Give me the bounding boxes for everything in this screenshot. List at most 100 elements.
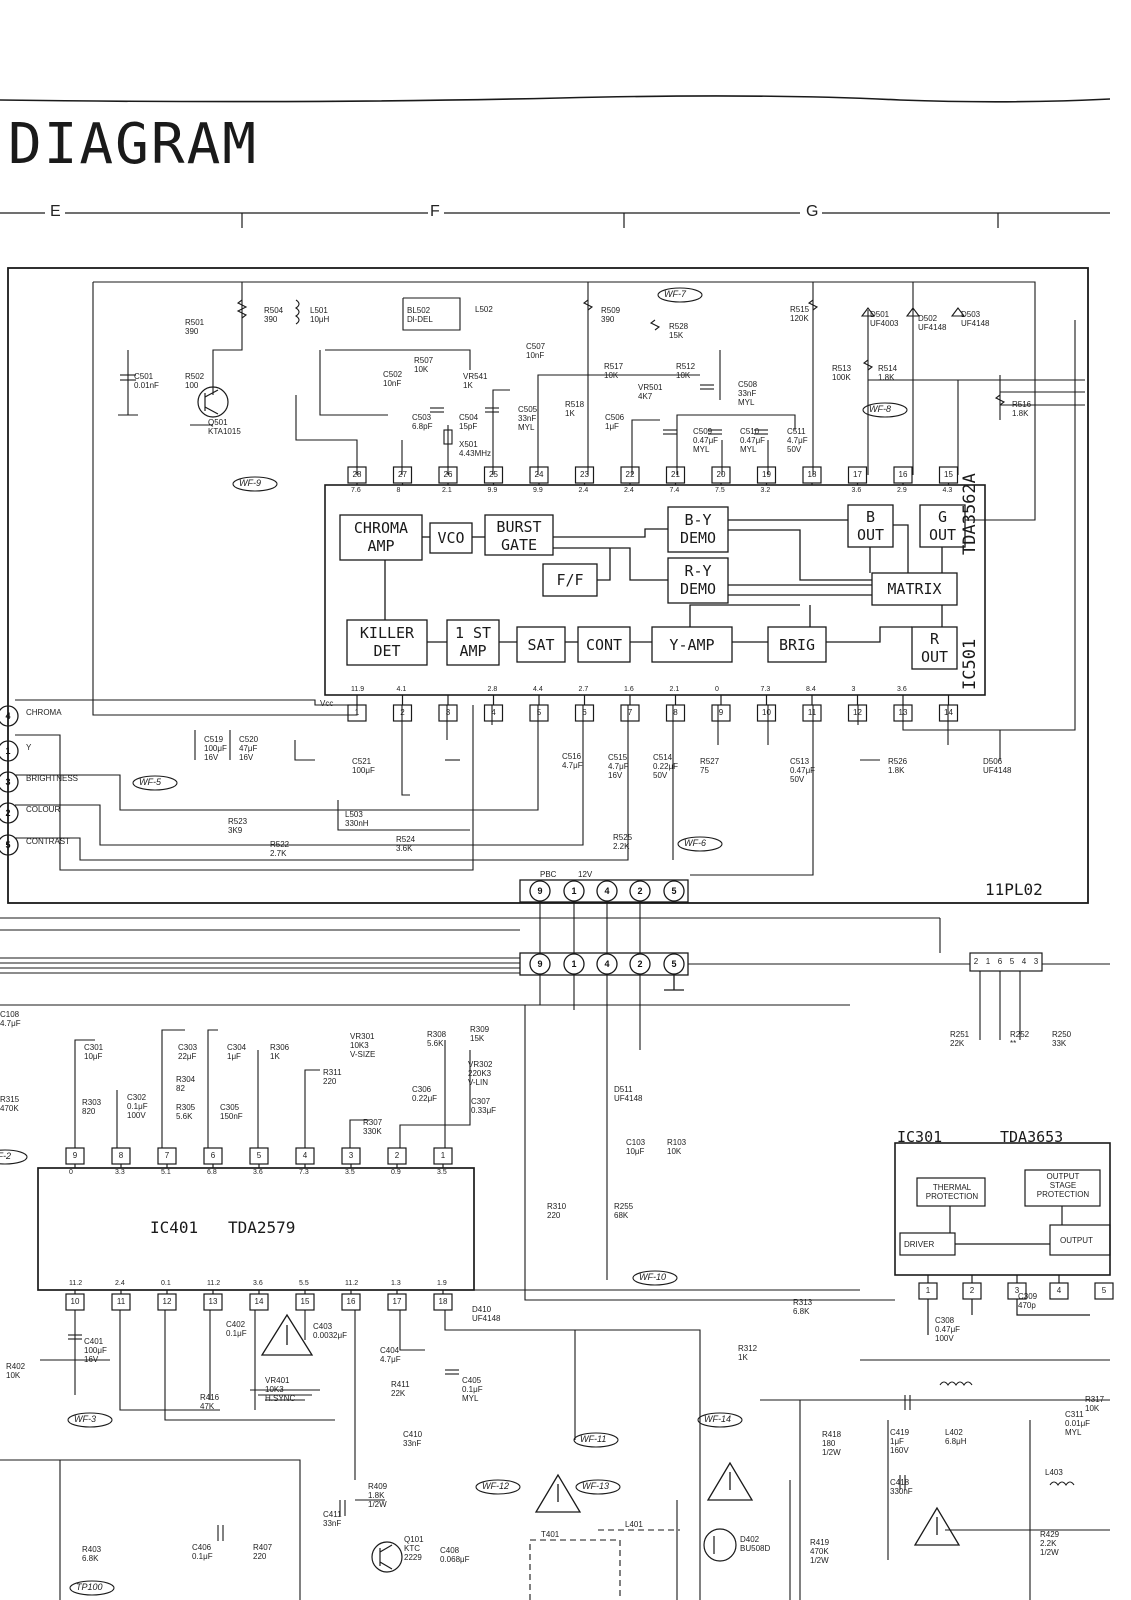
ic501-upper-wiring: [92, 281, 1085, 716]
wf-tag-outline-7: [632, 1270, 678, 1286]
r411-label: R411 22K: [391, 1380, 410, 1398]
ic501-top-pin-voltage-25: 9.9: [487, 487, 498, 494]
ic501-bottom-pin-voltage-10: 7.3: [760, 686, 771, 693]
ic501-top-pin-22: 22: [625, 470, 635, 479]
r516-label: R516 1.8K: [1012, 400, 1032, 418]
column-label-f: F: [430, 203, 440, 220]
ic501-bottom-pin-3: 3: [445, 708, 451, 717]
c508-label: C508 33nF MYL: [738, 380, 758, 407]
ic501-bottom-pin-voltage-8: 2.1: [669, 686, 680, 693]
c411-label: C411 33nF: [323, 1510, 342, 1528]
ic401-top-pin-4: 4: [302, 1151, 308, 1160]
c503-label: C503 6.8pF: [412, 413, 433, 431]
wf-tag-outline-12: [575, 1479, 621, 1495]
wf-tag-6: WF-2: [0, 1151, 11, 1161]
pr51-pin-2: 2: [973, 957, 979, 966]
ic401-bottom-pin-16: 16: [346, 1297, 356, 1306]
l402-label: L402 6.8μH: [945, 1428, 967, 1446]
ic401-top-pin-voltage-6: 6.8: [207, 1169, 217, 1176]
r309-label: R309 15K: [470, 1025, 490, 1043]
r103-label: R103 10K: [667, 1138, 687, 1156]
p505-pin-9: 9: [537, 886, 543, 896]
left-connector-circle-3: [0, 771, 19, 793]
left-conn-label-y: Y: [26, 743, 32, 752]
ic501-bottom-pin-voltage-4: 2.8: [487, 686, 498, 693]
c402-label: C402 0.1μF: [226, 1320, 247, 1338]
ic401-bottom-pin-12: 12: [162, 1297, 172, 1306]
wf-tag-outline-6: [0, 1149, 28, 1165]
ic501-top-pin-23: 23: [580, 470, 589, 479]
ic301-body: [894, 1142, 1111, 1276]
r525-label: R525 2.2K: [613, 833, 633, 851]
ic401-top-pin-5: 5: [256, 1151, 262, 1160]
ic401-bottom-pin-boxes: [65, 1290, 453, 1311]
ic301-output-block: OUTPUT: [1060, 1236, 1093, 1245]
r522-label: R522 2.7K: [270, 840, 290, 858]
p11-pin-4: 4: [604, 959, 610, 969]
wf-tag-10: WF-14: [704, 1414, 731, 1424]
vr302-label: VR302 220K3 V-LIN: [468, 1060, 493, 1087]
ic501-bottom-pin-13: 13: [898, 708, 908, 717]
ic501-top-pin-voltage-17: 3.6: [851, 487, 862, 494]
chroma-amp-block: CHROMA AMP: [353, 519, 409, 555]
r416-label: R416 47K: [200, 1393, 220, 1411]
by-demo-block: B-Y DEMO: [679, 511, 717, 547]
wf-tag-12: WF-13: [582, 1481, 609, 1491]
left-conn-label-colour: COLOUR: [26, 805, 61, 814]
wf-tag-11: WF-12: [482, 1481, 509, 1491]
ic401-bottom-pin-17: 17: [392, 1297, 402, 1306]
ic501-bottom-pin-1: 1: [354, 708, 360, 717]
r528-label: R528 15K: [669, 322, 689, 340]
ic401-bottom-pin-voltage-13: 11.2: [207, 1280, 221, 1287]
ic501-bottom-pin-14: 14: [944, 708, 953, 717]
r512-label: R512 10K: [676, 362, 696, 380]
ic501-top-pin-voltage-22: 2.4: [624, 487, 634, 494]
r305-label: R305 5.6K: [176, 1103, 196, 1121]
c506-label: C506 1μF: [605, 413, 625, 431]
ic501-name-label: IC501: [960, 638, 980, 690]
ic301-thermal-block: THERMAL PROTECTION: [925, 1183, 979, 1201]
ic501-top-pin-24: 24: [534, 470, 544, 479]
cont-block: CONT: [585, 636, 623, 654]
pr51-pin-6: 6: [997, 957, 1003, 966]
lower-passives: [68, 1334, 1075, 1541]
pr51-pin-4: 4: [1021, 957, 1027, 966]
ic401-top-pin-voltage-8: 3.3: [115, 1169, 125, 1176]
ic301-pin-3: 3: [1014, 1286, 1020, 1295]
ic501-bottom-pin-5: 5: [536, 708, 542, 717]
c520-label: C520 47μF 16V: [239, 735, 259, 762]
r310-label: R310 220: [547, 1202, 567, 1220]
vr301-label: VR301 10K3 V-SIZE: [350, 1032, 376, 1059]
c502-label: C502 10nF: [383, 370, 403, 388]
c403-label: C403 0.0032μF: [313, 1322, 347, 1340]
q501-transistor: [197, 386, 229, 418]
c311-label: C311 0.01μF MYL: [1065, 1410, 1091, 1437]
c410-label: C410 33nF: [403, 1430, 423, 1448]
ic401-top-pin-8: 8: [118, 1151, 124, 1160]
vr401-label: VR401 10K3 H.SYNC: [265, 1376, 296, 1403]
ic401-bottom-pin-10: 10: [70, 1297, 80, 1306]
left-connector-pin-2: 2: [5, 808, 11, 818]
r313-label: R313 6.8K: [793, 1298, 813, 1316]
r429-label: R429 2.2K 1/2W: [1040, 1530, 1060, 1557]
r514-label: R514 1.8K: [878, 364, 898, 382]
upper-passives: [120, 299, 1006, 445]
c302-label: C302 0.1μF 100V: [127, 1093, 148, 1120]
wf-tag-outline-9: [573, 1432, 619, 1448]
left-conn-label-brightness: BRIGHTNESS: [26, 774, 79, 783]
burst-gate-block: BURST GATE: [496, 518, 542, 554]
c307-label: C307 0.33μF: [471, 1097, 497, 1115]
p505-connector: [519, 879, 689, 903]
ff-block: F/F: [556, 571, 584, 589]
r402-label: R402 10K: [6, 1362, 26, 1380]
ic501-top-pin-15: 15: [944, 470, 953, 479]
ic401-top-pin-6: 6: [210, 1151, 216, 1160]
left-conn-label-chroma: CHROMA: [26, 708, 62, 717]
ic301-pin-1: 1: [925, 1286, 931, 1295]
column-label-g: G: [806, 203, 819, 220]
t401-label: T401: [541, 1530, 560, 1539]
l501-label: L501 10μH: [310, 306, 330, 324]
q101-label: Q101 KTC 2229: [404, 1535, 424, 1562]
ic501-bottom-pin-voltage-6: 2.7: [578, 686, 589, 693]
c501-label: C501 0.01nF: [134, 372, 159, 390]
